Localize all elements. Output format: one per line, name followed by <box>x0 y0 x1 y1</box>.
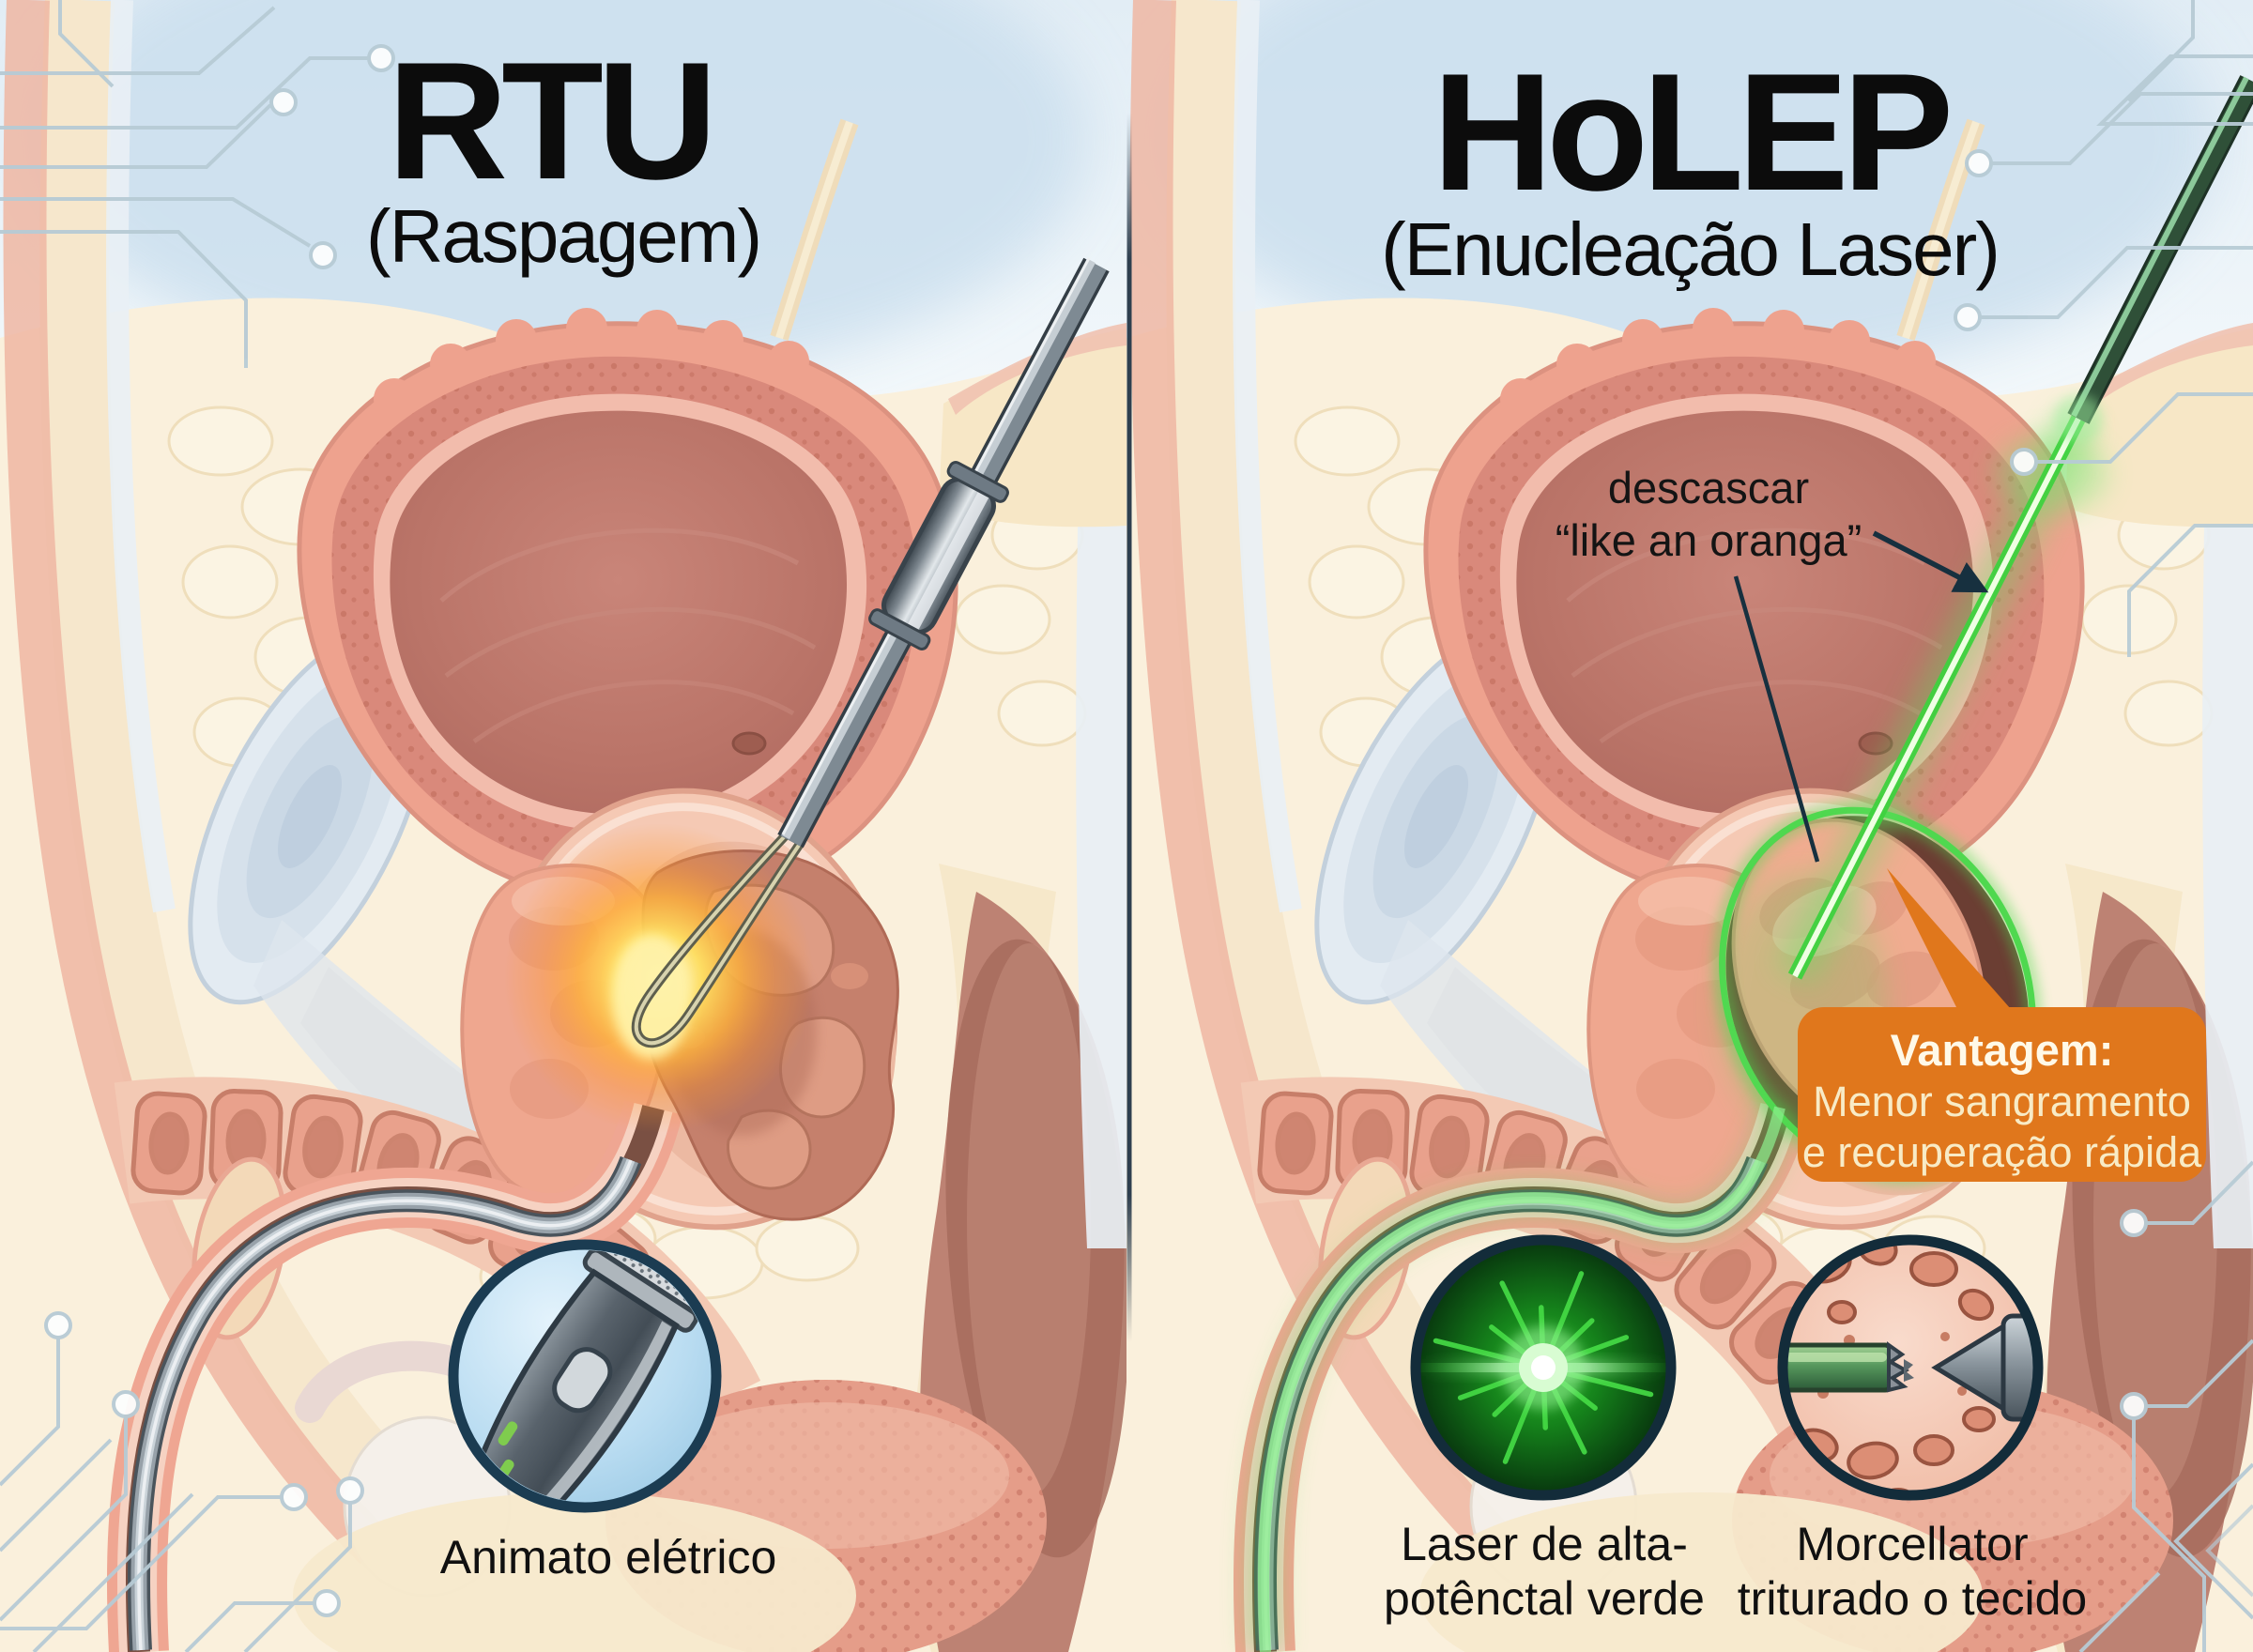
resectoscope-shaft <box>777 257 1110 849</box>
green-laser-starburst-icon <box>1410 1234 1677 1501</box>
rtu-illustration <box>0 0 1126 1652</box>
loop-electrode <box>631 820 806 1048</box>
holep-illustration <box>1126 0 2253 1652</box>
